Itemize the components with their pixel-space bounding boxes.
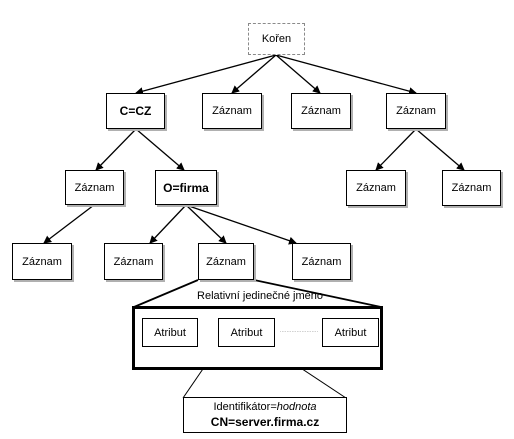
edge-root-cz (135, 54, 277, 96)
edge-root-zaznam-4 (275, 54, 417, 96)
node-zaznam-left-leaf: Záznam (12, 243, 72, 280)
node-zaznam-l1-4: Záznam (386, 93, 446, 129)
node-c-cz: C=CZ (106, 93, 165, 129)
attribute-box-2: Atribut (218, 318, 275, 347)
edge-root-zaznam-2 (231, 54, 277, 94)
node-zaznam-l1-3: Záznam (291, 93, 351, 129)
attribute-box-1: Atribut (142, 318, 198, 347)
attribute-ellipsis: ....................... (279, 328, 319, 334)
edge-right-child-1 (375, 128, 417, 171)
edge-right-child-2 (415, 128, 465, 171)
identifier-value-word: hodnota (276, 401, 317, 413)
node-zaznam-firma-child-3: Záznam (292, 243, 351, 280)
edge-firma-child-1 (149, 204, 187, 244)
edge-left-leaf (43, 204, 95, 244)
identifier-label: Identifikátor= (213, 401, 277, 413)
root-node: Kořen (248, 23, 305, 55)
node-zaznam-firma-child-2: Záznam (198, 243, 254, 280)
attribute-box-3: Atribut (322, 318, 379, 347)
edge-root-zaznam-3 (275, 54, 321, 94)
expand-line-left (133, 279, 199, 308)
node-zaznam-right-child-1: Záznam (346, 170, 406, 206)
edge-firma-child-2 (185, 204, 227, 244)
identifier-example: CN=server.firma.cz (210, 415, 320, 429)
node-zaznam-right-child-2: Záznam (442, 170, 501, 206)
node-o-firma: O=firma (155, 170, 217, 205)
edge-firma-child-3 (185, 204, 297, 245)
edge-cz-zaznam (95, 128, 137, 171)
identifier-box: Identifikátor=hodnota CN=server.firma.cz (183, 397, 347, 433)
node-zaznam-firma-child-1: Záznam (104, 243, 163, 280)
edge-cz-firma (135, 128, 185, 171)
expand-line-right (253, 279, 382, 308)
identifier-line: Identifikátor=hodnota (184, 400, 346, 415)
rdn-title: Relativní jedinečné jméno (197, 290, 323, 302)
node-zaznam-l1-2: Záznam (202, 93, 262, 129)
node-zaznam-cz-child: Záznam (65, 170, 124, 205)
